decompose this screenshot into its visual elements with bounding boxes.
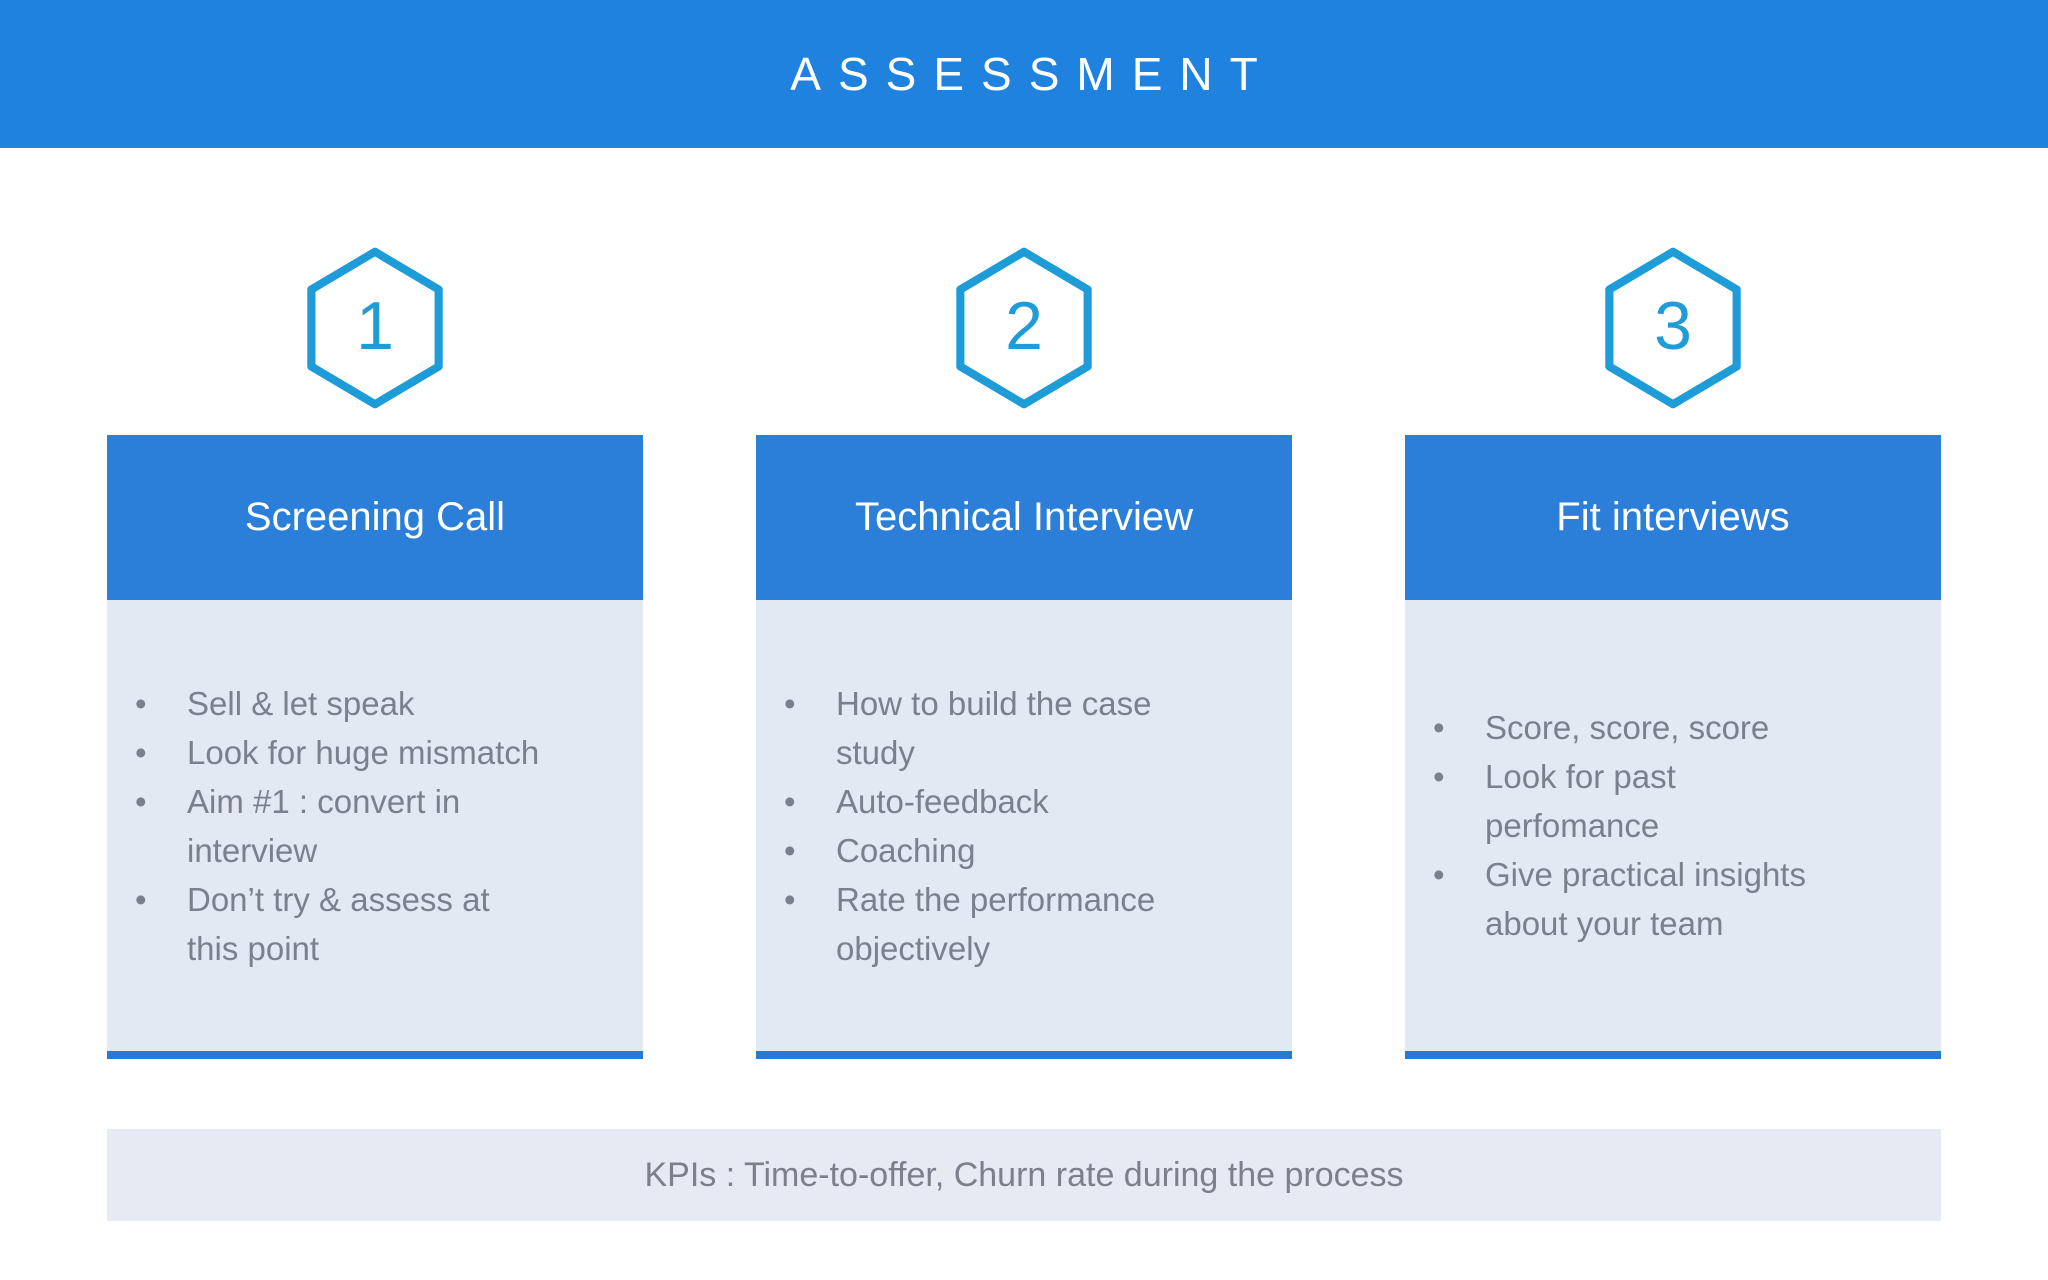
bullet-list: Sell & let speak Look for huge mismatch … [133,679,623,973]
hexagon-icon [307,247,443,409]
card-body: How to build the case study Auto-feedbac… [756,600,1292,1051]
bullet-item: Aim #1 : convert in interview [133,777,623,875]
bullet-list: How to build the case study Auto-feedbac… [782,679,1272,973]
step-card: Screening Call Sell & let speak Look for… [107,435,643,1059]
step-number: 2 [1005,288,1043,364]
steps-row: 1 Screening Call Sell & let speak Look f… [0,246,2048,1059]
bullet-item: Look for huge mismatch [133,728,623,777]
kpi-bar: KPIs : Time-to-offer, Churn rate during … [107,1129,1941,1221]
step-column-1: 1 Screening Call Sell & let speak Look f… [107,246,643,1059]
card-underline [756,1051,1292,1059]
bullet-item: Look for past perfomance [1431,752,1921,850]
step-card: Fit interviews Score, score, score Look … [1405,435,1941,1059]
card-underline [1405,1051,1941,1059]
kpi-text: KPIs : Time-to-offer, Churn rate during … [644,1155,1404,1194]
hexagon-icon [956,247,1092,409]
step-column-2: 2 Technical Interview How to build the c… [756,246,1292,1059]
step-card: Technical Interview How to build the cas… [756,435,1292,1059]
step-number: 1 [356,288,394,364]
bullet-item: Rate the performance objectively [782,875,1272,973]
card-title: Fit interviews [1556,495,1790,539]
card-title: Technical Interview [855,495,1193,539]
card-body: Score, score, score Look for past perfom… [1405,600,1941,1051]
bullet-item: Give practical insights about your team [1431,850,1921,948]
card-header: Technical Interview [756,435,1292,600]
bullet-item: Don’t try & assess at this point [133,875,623,973]
bullet-item: Score, score, score [1431,703,1921,752]
card-underline [107,1051,643,1059]
bullet-item: Sell & let speak [133,679,623,728]
step-number: 3 [1654,288,1692,364]
hexagon-icon [1605,247,1741,409]
step-badge-2: 2 [950,246,1098,410]
step-badge-3: 3 [1599,246,1747,410]
bullet-item: How to build the case study [782,679,1272,777]
bullet-list: Score, score, score Look for past perfom… [1431,703,1921,948]
card-header: Fit interviews [1405,435,1941,600]
header-banner: ASSESSMENT [0,0,2048,148]
bullet-item: Auto-feedback [782,777,1272,826]
card-title: Screening Call [244,495,506,539]
slide-title: ASSESSMENT [790,48,1275,100]
step-badge-1: 1 [301,246,449,410]
card-body: Sell & let speak Look for huge mismatch … [107,600,643,1051]
step-column-3: 3 Fit interviews Score, score, score Loo… [1405,246,1941,1059]
bullet-item: Coaching [782,826,1272,875]
card-header: Screening Call [107,435,643,600]
